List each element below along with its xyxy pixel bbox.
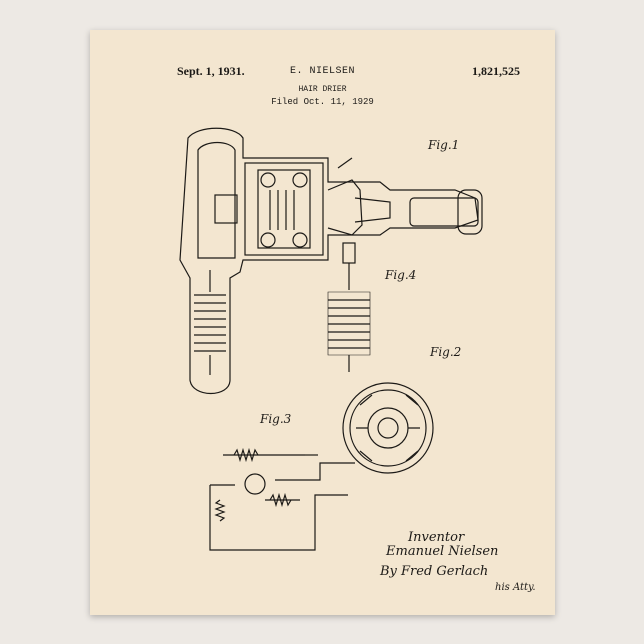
- signature-by: By Fred Gerlach: [380, 564, 488, 579]
- fig-1-label: Fig.1: [428, 138, 459, 152]
- patent-poster: Sept. 1, 1931. E. NIELSEN 1,821,525 HAIR…: [90, 30, 555, 615]
- signature-label: Inventor: [408, 530, 464, 545]
- signature-atty: his Atty.: [495, 582, 536, 593]
- signature-name: Emanuel Nielsen: [386, 544, 498, 559]
- fig-3-label: Fig.3: [260, 412, 291, 426]
- fig-2-label: Fig.2: [430, 345, 461, 359]
- hair-drier-drawing: [90, 30, 555, 615]
- fig-4-label: Fig.4: [385, 268, 416, 282]
